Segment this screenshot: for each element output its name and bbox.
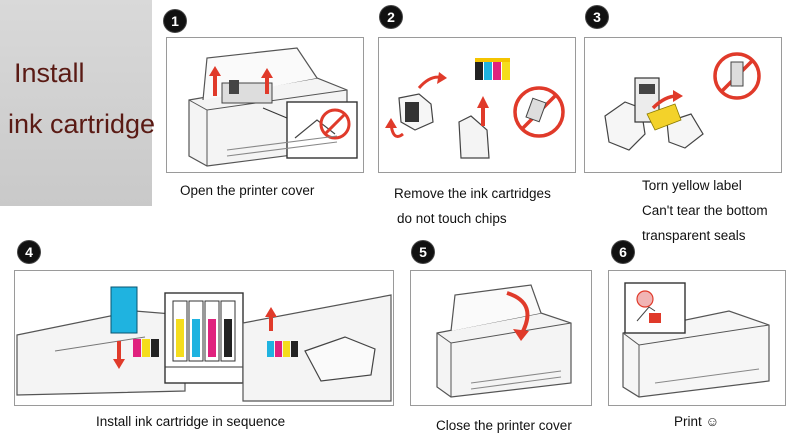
step-5-caption: Close the printer cover — [436, 418, 572, 433]
step-3-caption-line-2: Can't tear the bottom — [642, 203, 768, 218]
step-6-caption: Print ☺ — [674, 414, 720, 429]
step-3-caption-line-3: transparent seals — [642, 228, 746, 243]
step-1-illustration — [166, 37, 364, 173]
printer-close-cover-icon — [436, 284, 572, 398]
step-2-caption-line-1: Remove the ink cartridges — [394, 186, 551, 201]
title-line-2: ink cartridge — [8, 109, 156, 139]
step-5-badge: 5 — [412, 241, 434, 263]
step-3-caption-line-1: Torn yellow label — [642, 178, 742, 193]
step-2-badge: 2 — [380, 6, 402, 28]
step-1-caption: Open the printer cover — [180, 183, 315, 198]
step-6-illustration — [608, 270, 786, 406]
printer-print-icon — [622, 282, 770, 398]
step-1-badge: 1 — [164, 10, 186, 32]
title-block: Install ink cartridge — [0, 0, 156, 206]
step-4-badge: 4 — [18, 241, 40, 263]
remove-cartridge-icon — [385, 58, 565, 159]
step-4-caption: Install ink cartridge in sequence — [96, 414, 286, 429]
step-4-illustration — [14, 270, 394, 406]
title-line-1: Install — [14, 58, 85, 88]
tear-label-icon — [604, 52, 761, 151]
step-2-caption-line-2: do not touch chips — [397, 211, 507, 226]
step-2-illustration — [378, 37, 576, 173]
step-3-badge: 3 — [586, 6, 608, 28]
install-cartridge-sequence-icon — [16, 286, 392, 402]
step-3-illustration — [584, 37, 782, 173]
printer-open-cover-icon — [188, 47, 358, 167]
step-6-badge: 6 — [612, 241, 634, 263]
step-5-illustration — [410, 270, 592, 406]
